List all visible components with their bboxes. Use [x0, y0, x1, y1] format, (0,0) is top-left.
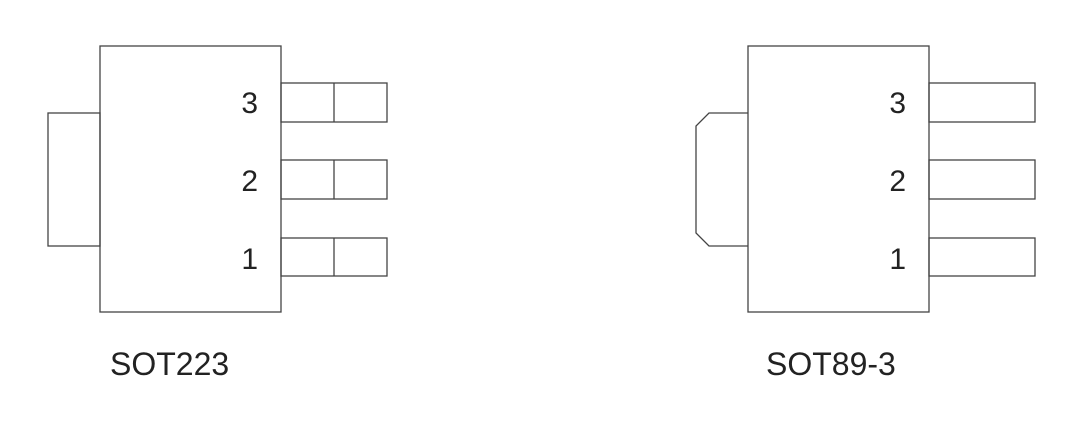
sot223-package-name: SOT223: [110, 346, 229, 382]
sot223-tab: [47, 112, 101, 247]
sot223-pin-3: 3: [241, 82, 388, 123]
sot89-pin-1: 1: [889, 237, 1036, 277]
sot89-package: 3 2 1 SOT89-3: [695, 45, 1036, 382]
sot223-pin-3-label: 3: [241, 87, 258, 120]
sot89-pin-3-label: 3: [889, 87, 906, 120]
sot89-tab: [695, 112, 748, 247]
sot223-pin-1: 1: [241, 237, 388, 277]
sot89-lead-1: [928, 237, 1036, 277]
sot89-pin-1-label: 1: [889, 243, 906, 276]
sot89-lead-2: [928, 159, 1036, 200]
sot89-pin-2-label: 2: [889, 165, 906, 198]
sot89-pin-2: 2: [889, 159, 1036, 200]
sot223-pin-2: 2: [241, 159, 388, 200]
sot223-pin-1-label: 1: [241, 243, 258, 276]
sot89-package-name: SOT89-3: [766, 346, 896, 382]
sot223-package: 3 2 1 SOT223: [47, 45, 388, 382]
sot89-lead-3: [928, 82, 1036, 123]
sot223-pin-2-label: 2: [241, 165, 258, 198]
sot89-pin-3: 3: [889, 82, 1036, 123]
